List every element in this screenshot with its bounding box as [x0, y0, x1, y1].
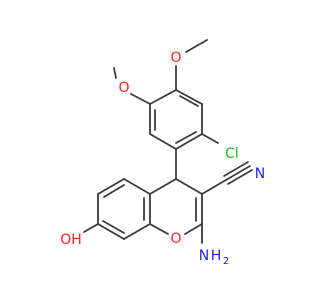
bond-benzo-double-c — [103, 184, 125, 198]
bond-o1-c8a — [149, 223, 169, 235]
methoxy-oxygen-left-label: O — [118, 80, 129, 96]
ring-oxygen-label: O — [170, 231, 181, 247]
amine-nitrogen-label: N — [199, 248, 209, 264]
bond-chloro — [201, 133, 219, 144]
bond-aryl-6 — [175, 89, 203, 105]
bond-c4-c4a — [149, 178, 177, 195]
bond-c2-o1 — [184, 223, 203, 235]
bond-benzo-5 — [97, 178, 125, 195]
bond-aryl-4 — [175, 133, 203, 150]
bond-aryl-3 — [149, 133, 177, 150]
bond-c4-c3 — [175, 178, 203, 195]
bond-nitrile-single — [201, 179, 227, 195]
methoxy-oxygen-top-label: O — [170, 50, 181, 66]
bond-nitrile-triple-1 — [225, 165, 251, 181]
bond-methoxy-left-ring — [130, 93, 151, 105]
hydroxy-label: OH — [60, 232, 82, 248]
amine-subscript-label: 2 — [223, 256, 229, 267]
bond-aryl-1 — [149, 89, 177, 105]
bond-methyl-top — [185, 39, 208, 53]
bond-benzo-double-b — [102, 220, 125, 234]
amine-hydrogen-label: H — [211, 248, 222, 264]
bond-nitrile-triple-2 — [223, 161, 249, 177]
bond-aryl-double-c — [175, 131, 197, 144]
bond-aryl-double-a — [179, 95, 199, 107]
bond-benzo-6 — [123, 178, 151, 195]
bond-benzo-2 — [123, 223, 151, 240]
bond-nitrile-triple-3 — [227, 169, 253, 185]
bond-hydroxy — [83, 223, 99, 233]
bond-benzo-3 — [97, 223, 125, 240]
chlorine-label: Cl — [225, 146, 239, 162]
bond-methyl-left — [113, 67, 117, 79]
chemical-structure: O O Cl N OH O N H 2 — [60, 39, 265, 267]
nitrile-nitrogen-label: N — [255, 166, 265, 182]
